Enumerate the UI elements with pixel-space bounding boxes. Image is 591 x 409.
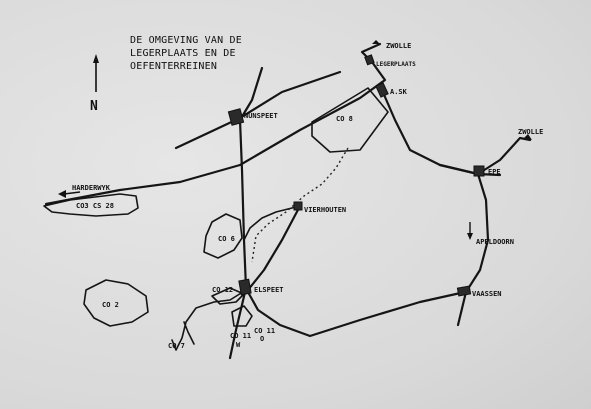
- label-co8: CO 8: [336, 115, 353, 123]
- road-epe-zwolle-right: [476, 136, 532, 176]
- town-epe: [473, 165, 485, 177]
- road-elspeet-vaassen: [246, 290, 467, 338]
- arrow-zwolle-right-icon: [524, 134, 532, 140]
- terrain-co6: [203, 213, 243, 259]
- dotted-track: [251, 147, 349, 263]
- terrain-co2: [83, 279, 149, 327]
- label-co2: CO 2: [102, 301, 119, 309]
- road-co7: [183, 321, 195, 345]
- road-epe-apeldoorn-vaassen: [456, 172, 490, 327]
- label-vierhouten: VIERHOUTEN: [304, 206, 346, 214]
- label-legerplaats: LEGERPLAATS: [376, 61, 416, 68]
- road-elspeet-west: [171, 289, 247, 351]
- road-nunspeet-east: [174, 70, 342, 150]
- label-co11w: CO 11: [230, 332, 251, 340]
- label-elspeet: ELSPEET: [254, 286, 284, 294]
- terrain-co3: [43, 193, 139, 217]
- label-asx: A.SK: [390, 88, 408, 96]
- town-legerplaats: [364, 54, 375, 66]
- label-apeldoorn: APELDOORN: [476, 238, 514, 246]
- label-nunspeet: NUNSPEET: [244, 112, 278, 120]
- town-asx: [375, 82, 389, 98]
- arrow-zwolle-top-icon: [372, 40, 380, 44]
- town-elspeet: [238, 278, 252, 296]
- title-line-2: LEGERPLAATS EN DE: [130, 48, 236, 59]
- label-zwolle-right: ZWOLLE: [518, 128, 543, 136]
- town-vierhouten: [293, 201, 303, 211]
- label-co12: CO 12: [212, 286, 233, 294]
- arrow-apeldoorn-icon: [467, 222, 473, 240]
- label-co11o: CO 11: [254, 327, 275, 335]
- road-asx-epe: [380, 88, 480, 176]
- road-harderwijk-asx: [44, 60, 387, 206]
- title-line-3: OEFENTERREINEN: [130, 61, 218, 72]
- label-vaassen: VAASSEN: [472, 290, 502, 298]
- label-epe: EPE: [488, 168, 501, 176]
- north-label: N: [90, 99, 98, 114]
- terrain-co11w: [231, 305, 253, 327]
- road-nunspeet-elspeet: [228, 66, 264, 360]
- map-title: DE OMGEVING VAN DE LEGERPLAATS EN DE OEF…: [130, 34, 242, 73]
- label-co11o-sub: O: [260, 335, 264, 343]
- road-elspeet-harderwijk: [243, 205, 301, 241]
- terrain-co8: [311, 87, 389, 153]
- town-vaassen: [456, 285, 472, 297]
- terrain-co12: [211, 287, 245, 305]
- north-arrow-icon: [93, 54, 99, 92]
- label-co11w-sub: W: [236, 341, 241, 349]
- label-co6: CO 6: [218, 235, 235, 243]
- label-co7: CO 7: [168, 342, 185, 350]
- label-co3: CO3 CS 28: [76, 202, 114, 210]
- town-nunspeet: [227, 108, 245, 126]
- road-vierhouten-elspeet: [246, 204, 302, 292]
- arrow-harderwijk-icon: [58, 190, 81, 198]
- label-zwolle-top: ZWOLLE: [386, 42, 411, 50]
- label-harderwijk: HARDERWYK: [72, 184, 111, 192]
- title-line-1: DE OMGEVING VAN DE: [130, 35, 242, 46]
